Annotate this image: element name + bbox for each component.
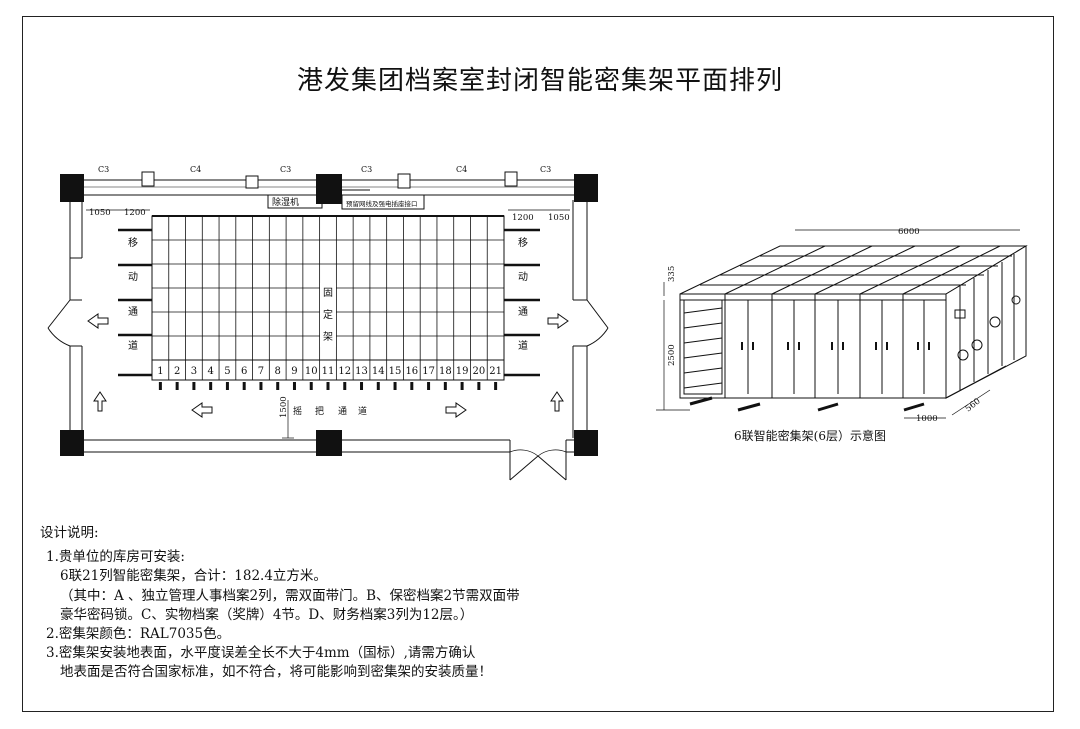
handle-aisle-char: 摇	[293, 405, 302, 417]
rack-handle	[158, 382, 162, 390]
column-number: 18	[439, 366, 452, 377]
rack-handle	[309, 382, 313, 390]
column-number: 3	[191, 366, 197, 377]
window-label: C3	[98, 165, 109, 174]
rack-handle	[494, 382, 498, 390]
depth-dim: 1000	[916, 414, 938, 424]
rack-handle	[175, 382, 179, 390]
rack-handle	[292, 382, 296, 390]
column-number: 4	[207, 366, 213, 377]
column-number: 17	[422, 366, 435, 377]
column-number: 7	[258, 366, 264, 377]
up-arrow-icon	[550, 391, 564, 412]
notes-line: 6联21列智能密集架，合计：182.4立方米。	[60, 568, 327, 585]
rack-handle	[192, 382, 196, 390]
window-label: C3	[361, 165, 372, 174]
window-label: C4	[190, 165, 201, 174]
handle-aisle-char: 道	[358, 405, 367, 417]
rack-handle	[376, 382, 380, 390]
rack-handle	[460, 382, 464, 390]
right-arrow-icon	[445, 402, 467, 418]
column-number: 19	[456, 366, 469, 377]
column-number: 6	[241, 366, 247, 377]
left-aisle-char: 通	[128, 306, 138, 318]
notes-line: 3.密集架安装地表面，水平度误差全长不大于4mm（国标）,请需方确认	[46, 645, 476, 662]
column-number: 1	[157, 366, 163, 377]
rack-handle	[242, 382, 246, 390]
rack-handle	[360, 382, 364, 390]
width-dim: 6000	[898, 227, 920, 237]
notes-line: 地表面是否符合国家标准，如不符合，将可能影响到密集架的安装质量！	[60, 664, 492, 681]
handle-aisle-char: 通	[338, 406, 347, 417]
iso-caption: 6联智能密集架(6层）示意图	[734, 428, 886, 443]
design-notes: 设计说明: 1.贵单位的库房可安装: 6联21列智能密集架，合计：182.4立方…	[40, 524, 520, 683]
notes-line: 1.贵单位的库房可安装:	[46, 549, 185, 566]
fixed-rack-char: 架	[323, 331, 333, 343]
column-number: 11	[322, 366, 335, 377]
rack-handle	[259, 382, 263, 390]
handle-aisle-char: 把	[315, 405, 324, 417]
right-arrow-icon	[547, 313, 569, 329]
column-number: 14	[372, 366, 385, 377]
dim-right-1050: 1050	[548, 213, 570, 223]
rack-handle	[393, 382, 397, 390]
dim-right-1200: 1200	[512, 213, 534, 223]
column-number: 10	[305, 366, 318, 377]
column-number: 5	[224, 366, 230, 377]
column-number: 12	[338, 366, 351, 377]
column-number: 15	[389, 366, 402, 377]
notes-line: （其中：A 、独立管理人事档案2列，需双面带门。B、保密档案2节需双面带	[60, 587, 520, 604]
rack-handle	[276, 382, 280, 390]
column-number: 13	[355, 366, 368, 377]
page-title: 港发集团档案室封闭智能密集架平面排列	[296, 66, 783, 96]
right-aisle-char: 动	[518, 271, 528, 283]
dim-1500: 1500	[279, 396, 289, 418]
rack-handle	[326, 382, 330, 390]
column-number: 8	[275, 366, 281, 377]
rack-handle	[225, 382, 229, 390]
top-dim: 335	[667, 266, 677, 282]
drawing-border	[22, 16, 1054, 712]
column-number: 9	[291, 366, 297, 377]
right-aisle-char: 道	[518, 339, 528, 352]
rack-handle	[410, 382, 414, 390]
fixed-rack-char: 定	[323, 308, 333, 321]
notes-line: 2.密集架颜色：RAL7035色。	[46, 626, 231, 643]
column-number: 20	[472, 366, 485, 377]
column-number: 21	[489, 366, 502, 377]
dim-left-1200: 1200	[124, 208, 146, 218]
height-dim: 2500	[667, 344, 677, 366]
fixed-rack-char: 固	[323, 287, 333, 299]
up-arrow-icon	[93, 391, 107, 412]
left-aisle-char: 道	[128, 339, 138, 352]
right-aisle-char: 移	[518, 236, 528, 249]
right-aisle-char: 通	[518, 306, 528, 318]
notes-line: 豪华密码锁。C、实物档案（奖牌）4节。D、财务档案3列为12层。）	[60, 606, 474, 623]
dim-left-1050: 1050	[89, 208, 111, 218]
window-label: C3	[280, 165, 291, 174]
column-number: 16	[405, 366, 418, 377]
left-aisle-char: 移	[128, 236, 138, 249]
rack-handle	[343, 382, 347, 390]
left-aisle-char: 动	[128, 271, 138, 283]
rack-handle	[477, 382, 481, 390]
left-arrow-icon	[87, 313, 109, 329]
column-number: 2	[174, 366, 180, 377]
rack-handle	[427, 382, 431, 390]
dehumidifier-label: 除湿机	[272, 196, 299, 208]
left-arrow-icon	[191, 402, 213, 418]
rack-handle	[209, 382, 213, 390]
window-label: C4	[456, 165, 467, 174]
notes-heading: 设计说明:	[40, 525, 99, 541]
outlet-note: 预留网线及强电插座接口	[346, 199, 418, 208]
rack-handle	[443, 382, 447, 390]
window-label: C3	[540, 165, 551, 174]
side-dim: 560	[964, 396, 983, 414]
